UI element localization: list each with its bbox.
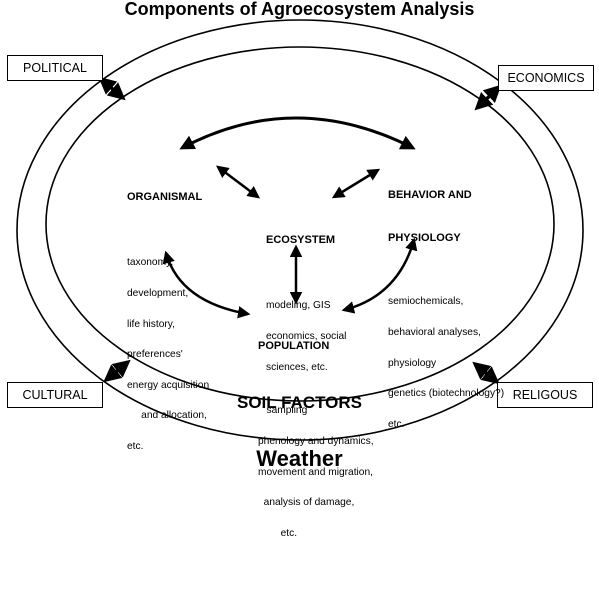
ecosystem-line: sciences, etc. [266, 361, 328, 373]
cultural-box: CULTURAL [7, 382, 103, 408]
arrow-organismal-population [162, 250, 251, 319]
behavior-line: semiochemicals, [388, 296, 464, 308]
population-node: POPULATION sampling phenology and dynami… [258, 309, 374, 591]
population-line: movement and migration, [258, 466, 373, 478]
population-heading: POPULATION [258, 340, 330, 352]
behavior-line: etc. [388, 418, 405, 430]
behavior-node: BEHAVIOR AND PHYSIOLOGY semiochemicals, … [388, 158, 504, 482]
population-line: phenology and dynamics, [258, 436, 374, 448]
ecosystem-node: ECOSYSTEM modeling, GIS economics, socia… [266, 203, 346, 425]
arrow-behavior-population [341, 237, 418, 314]
economics-box: ECONOMICS [498, 65, 594, 91]
population-line: etc. [258, 527, 298, 539]
arrow-behavior-ecosystem [331, 168, 381, 199]
diagram-title: Components of Agroecosystem Analysis [124, 0, 475, 19]
behavior-heading: BEHAVIOR AND [388, 189, 472, 201]
religous-box: RELIGOUS [497, 382, 593, 408]
political-box: POLITICAL [7, 55, 103, 81]
arrow-economics [474, 84, 502, 111]
ecosystem-line: economics, social [266, 331, 347, 343]
behavior-line: behavioral analyses, [388, 327, 481, 339]
arrow-political [98, 76, 126, 101]
population-line: sampling [258, 405, 308, 417]
diagram-canvas [16, 19, 584, 441]
organismal-line: preferences' [127, 349, 183, 361]
organismal-line: life history, [127, 318, 175, 330]
arrow-religous [472, 361, 500, 385]
organismal-node: ORGANISMAL taxonomy, development, life h… [127, 160, 209, 505]
outer-ring [16, 19, 584, 441]
weather-label: Weather [256, 446, 343, 471]
behavior-heading: PHYSIOLOGY [388, 232, 461, 244]
ecosystem-heading: ECOSYSTEM [266, 234, 336, 246]
inner-ring [45, 46, 555, 402]
organismal-line: development, [127, 288, 189, 300]
organismal-line: energy acquisition [127, 379, 210, 391]
arrow-organismal-behavior [179, 116, 416, 150]
behavior-line: genetics (biotechnology?) [388, 388, 505, 400]
organismal-line: and allocation, [127, 410, 207, 422]
organismal-line: taxonomy, [127, 257, 174, 269]
organismal-heading: ORGANISMAL [127, 191, 203, 203]
soil-factors-label: SOIL FACTORS [236, 393, 362, 412]
ecosystem-line: modeling, GIS [266, 300, 331, 312]
population-line: analysis of damage, [258, 497, 355, 509]
agroecosystem-diagram: Components of Agroecosystem Analysis POL… [7, 0, 594, 539]
organismal-line: etc. [127, 441, 144, 453]
behavior-line: physiology [388, 357, 437, 369]
arrow-organismal-ecosystem [216, 165, 260, 199]
arrow-cultural [103, 359, 131, 383]
